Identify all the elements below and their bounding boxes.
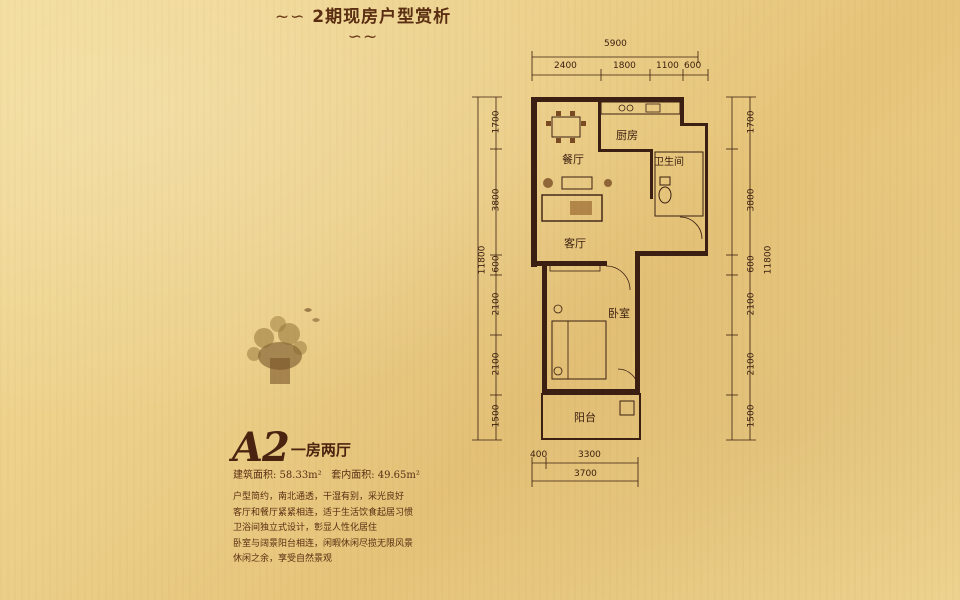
dim-top-part: 2400 <box>554 61 577 71</box>
area-info: 建筑面积: 58.33m² 套内面积: 49.65m² <box>233 466 420 481</box>
title-ornament-left: ~∽ <box>274 7 306 27</box>
floor-plan-drawing <box>472 51 756 487</box>
dim-bottom-part: 400 <box>530 450 548 460</box>
dim-left: 2100 <box>491 292 502 316</box>
build-area: 建筑面积: 58.33m² <box>233 470 322 481</box>
model-code: A2 <box>232 424 290 471</box>
room-label-balcony: 阳台 <box>574 411 596 424</box>
dim-top-part: 600 <box>684 61 702 71</box>
floor-plan: 餐厅 厨房 卫生间 客厅 卧室 阳台 5900 2400 1800 1100 6… <box>470 39 774 490</box>
description-line: 卧室与阔景阳台相连，闲暇休闲尽揽无限风景 <box>233 538 414 549</box>
room-label-dining: 餐厅 <box>562 153 584 166</box>
model-type: 一房两厅 <box>290 441 351 459</box>
dim-right: 600 <box>746 255 757 273</box>
dim-bottom-total: 3700 <box>574 469 597 479</box>
dim-top-total: 5900 <box>604 39 627 49</box>
room-label-kitchen: 厨房 <box>616 129 638 142</box>
dim-left: 3800 <box>491 188 502 212</box>
dim-right: 3800 <box>746 188 757 212</box>
dim-left-total: 11800 <box>477 245 488 275</box>
description-line: 休闲之余，享受自然景观 <box>233 554 333 564</box>
dim-left: 600 <box>491 255 502 273</box>
title-text: 2期现房户型赏析 <box>312 7 452 27</box>
dim-right: 1700 <box>746 110 757 134</box>
description-line: 客厅和餐厅紧紧相连，适于生活饮食起居习惯 <box>233 507 414 518</box>
room-label-bedroom: 卧室 <box>608 307 630 320</box>
dim-right-total: 11800 <box>763 245 774 275</box>
room-label-bathroom: 卫生间 <box>654 157 684 168</box>
inner-area: 套内面积: 49.65m² <box>331 470 420 481</box>
page-title: ~∽ 2期现房户型赏析 ∽~ <box>258 2 468 47</box>
description: 户型简约，南北通透，干湿有别，采光良好 客厅和餐厅紧紧相连，适于生活饮食起居习惯… <box>233 490 433 568</box>
flower-vase-illustration <box>234 298 324 392</box>
room-label-living: 客厅 <box>564 237 586 250</box>
dim-top-part: 1100 <box>656 61 679 71</box>
dim-left: 2100 <box>491 352 502 376</box>
dim-left: 1500 <box>491 404 502 428</box>
dim-right: 1500 <box>746 404 757 428</box>
description-line: 卫浴间独立式设计，彰显人性化居住 <box>233 523 378 533</box>
title-ornament-right: ∽~ <box>347 27 379 47</box>
dim-bottom-part: 3300 <box>578 450 601 460</box>
dim-right: 2100 <box>746 352 757 376</box>
dim-left: 1700 <box>491 110 502 134</box>
dim-top-part: 1800 <box>613 61 636 71</box>
description-line: 户型简约，南北通透，干湿有别，采光良好 <box>233 492 405 502</box>
dim-right: 2100 <box>746 292 757 316</box>
